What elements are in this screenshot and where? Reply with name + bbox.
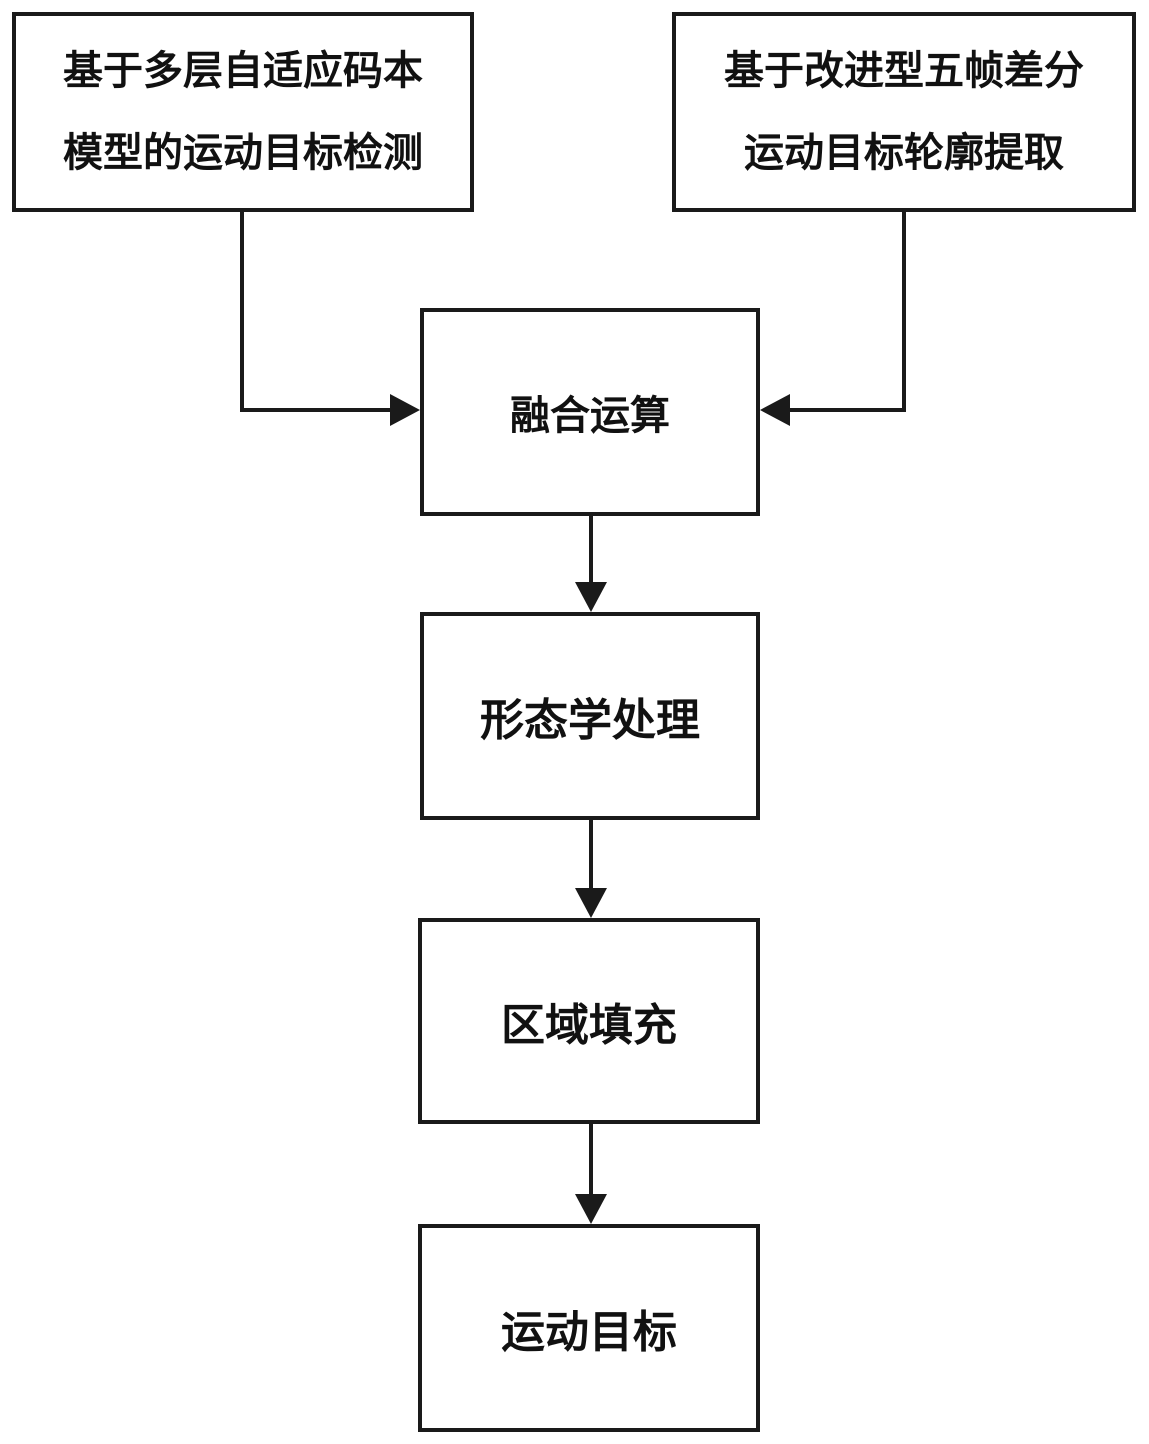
- node-moving-target-label: 运动目标: [501, 1307, 677, 1358]
- node-morphology: 形态学处理: [420, 612, 760, 820]
- node-region-fill: 区域填充: [418, 918, 760, 1124]
- arrowhead-codebook-to-fusion: [390, 394, 420, 426]
- node-five-frame-difference-line2: 运动目标轮廓提取: [744, 130, 1064, 176]
- arrowhead-framediff-to-fusion: [760, 394, 790, 426]
- node-codebook-detection-line1: 基于多层自适应码本: [63, 48, 423, 94]
- arrowhead-morphology-to-fill: [575, 888, 607, 918]
- edge-framediff-to-fusion: [788, 212, 906, 412]
- arrowhead-fusion-to-morphology: [575, 582, 607, 612]
- node-codebook-detection: 基于多层自适应码本 模型的运动目标检测: [12, 12, 474, 212]
- node-morphology-label: 形态学处理: [480, 695, 700, 746]
- node-fusion-label: 融合运算: [510, 393, 670, 439]
- node-five-frame-difference-line1: 基于改进型五帧差分: [724, 48, 1084, 94]
- edge-codebook-to-fusion: [240, 212, 392, 412]
- node-fusion: 融合运算: [420, 308, 760, 516]
- node-moving-target: 运动目标: [418, 1224, 760, 1432]
- node-five-frame-difference: 基于改进型五帧差分 运动目标轮廓提取: [672, 12, 1136, 212]
- node-codebook-detection-line2: 模型的运动目标检测: [63, 130, 423, 176]
- arrowhead-fill-to-target: [575, 1194, 607, 1224]
- node-region-fill-label: 区域填充: [501, 1000, 677, 1051]
